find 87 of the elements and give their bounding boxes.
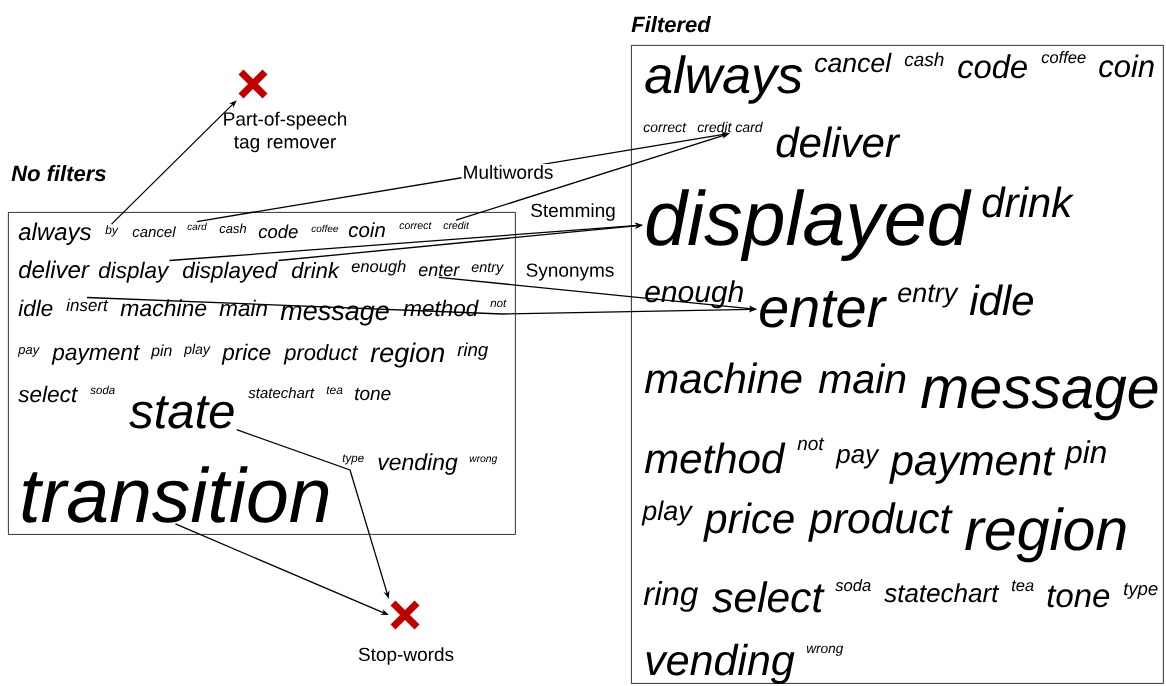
cross-icon	[237, 68, 269, 100]
word: pay	[835, 449, 880, 469]
word: pay	[17, 347, 40, 357]
word: statechart	[248, 387, 315, 399]
word: enter	[418, 264, 460, 277]
word: payment	[889, 447, 1056, 484]
word: correct	[643, 122, 687, 133]
word: main	[818, 363, 906, 394]
word: machine	[120, 299, 207, 317]
word: coffee	[1041, 51, 1086, 64]
word: statechart	[884, 583, 1000, 603]
word: vending	[646, 643, 795, 684]
word: not	[490, 299, 507, 308]
word: credit	[443, 221, 470, 230]
word: by	[105, 225, 119, 237]
word: tea	[326, 386, 343, 395]
word: coin	[348, 222, 385, 238]
word: method	[644, 442, 786, 474]
word: deliver	[19, 260, 90, 279]
word: idle	[969, 284, 1033, 316]
word: not	[797, 437, 825, 451]
word: insert	[66, 298, 109, 312]
word: select	[18, 385, 78, 403]
word: tone	[355, 387, 391, 401]
word: entry	[471, 262, 504, 275]
word: play	[641, 500, 694, 526]
word: displayed	[646, 189, 972, 261]
word: tone	[1047, 585, 1110, 608]
word: ring	[643, 581, 698, 612]
word: enough	[645, 280, 743, 309]
word: deliver	[776, 126, 901, 158]
word: display	[98, 261, 170, 283]
word: enter	[760, 291, 887, 328]
word: state	[129, 396, 234, 429]
word: pin	[1064, 440, 1106, 470]
word: machine	[644, 362, 802, 394]
word: ring	[457, 342, 489, 360]
word: product	[283, 344, 359, 365]
word: drink	[982, 186, 1074, 218]
word: card	[187, 222, 207, 231]
word: cash	[219, 223, 247, 234]
word: region	[370, 342, 444, 368]
word: idle	[18, 299, 53, 317]
caption-text: Stop-words	[358, 647, 454, 665]
word: always	[645, 55, 803, 104]
word: soda	[90, 385, 115, 395]
word: message	[280, 305, 389, 326]
word: pin	[150, 344, 172, 360]
word: wrong	[469, 456, 498, 465]
word: coffee	[311, 224, 339, 233]
word: message	[921, 376, 1158, 421]
word: cancel	[132, 226, 176, 238]
word: credit card	[697, 121, 763, 133]
edge-label: Multiwords	[461, 164, 555, 180]
word: code	[958, 54, 1027, 79]
word: price	[703, 502, 794, 542]
word: entry	[898, 284, 959, 308]
word: drink	[291, 262, 340, 279]
node-label: Filtered	[631, 16, 712, 33]
word: product	[808, 502, 953, 542]
word: code	[258, 224, 298, 239]
word: type	[342, 454, 364, 465]
word: region	[965, 507, 1126, 563]
word: enough	[351, 260, 406, 276]
word: transition	[22, 466, 329, 523]
word: payment	[51, 345, 141, 365]
word: tea	[1011, 580, 1034, 592]
cross-icon	[389, 599, 421, 631]
word: select	[712, 581, 825, 613]
word: always	[18, 222, 92, 245]
word: main	[219, 299, 267, 317]
word: vending	[378, 453, 458, 475]
word: correct	[399, 222, 432, 230]
word: displayed	[182, 261, 278, 283]
edge-label: Stemming	[529, 202, 617, 222]
word: cash	[904, 52, 944, 67]
node-label: No filters	[11, 165, 106, 182]
word: price	[221, 343, 271, 365]
word: type	[1124, 583, 1158, 599]
word: wrong	[806, 645, 844, 656]
edge-label: Synonyms	[524, 262, 616, 282]
arrow	[110, 100, 237, 225]
caption-text: Part-of-speech tag remover	[224, 111, 347, 153]
word: cancel	[815, 52, 892, 73]
word: soda	[835, 579, 871, 592]
word: coin	[1099, 54, 1154, 78]
word: play	[183, 343, 211, 357]
